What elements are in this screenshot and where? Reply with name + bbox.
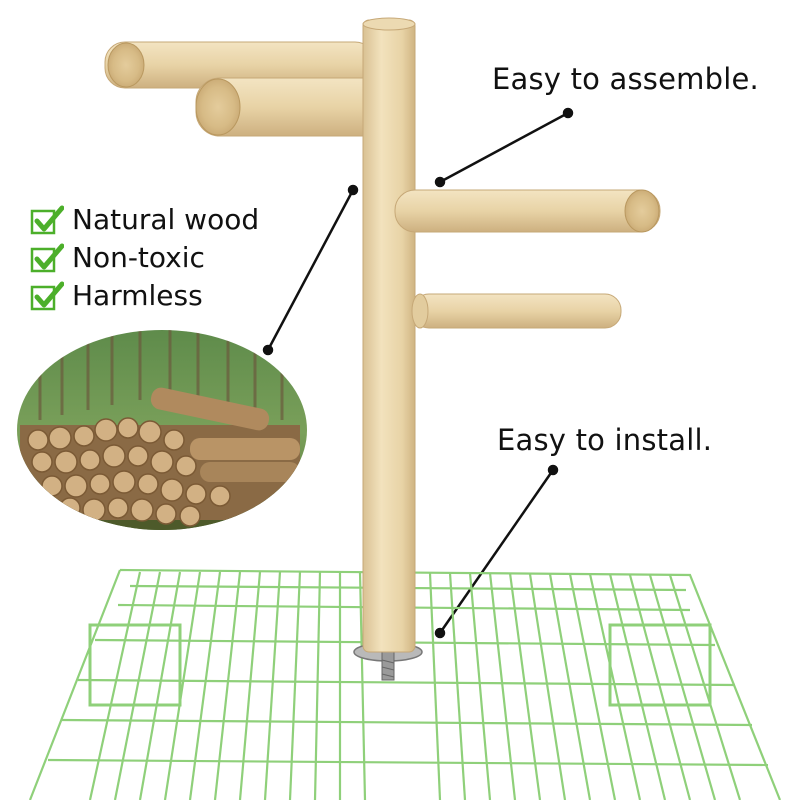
main-post <box>362 19 416 653</box>
green-checkmark-icon <box>30 281 64 310</box>
pointer-lines <box>262 107 574 639</box>
feature-non-toxic: Non-toxic <box>30 241 205 274</box>
callout-easy-to-install: Easy to install. <box>497 423 713 457</box>
perch-right-upper <box>394 189 661 233</box>
green-checkmark-icon <box>30 243 64 272</box>
wooden-perch-stand <box>104 17 661 653</box>
feature-harmless: Harmless <box>30 279 203 312</box>
green-checkmark-icon <box>30 205 64 234</box>
feature-label: Natural wood <box>72 203 260 236</box>
feature-label: Harmless <box>72 279 203 312</box>
feature-label: Non-toxic <box>72 241 205 274</box>
perch-right-lower <box>412 293 622 329</box>
log-pile-photo <box>17 330 307 530</box>
feature-natural-wood: Natural wood <box>30 203 259 236</box>
callout-easy-to-assemble: Easy to assemble. <box>492 62 759 96</box>
